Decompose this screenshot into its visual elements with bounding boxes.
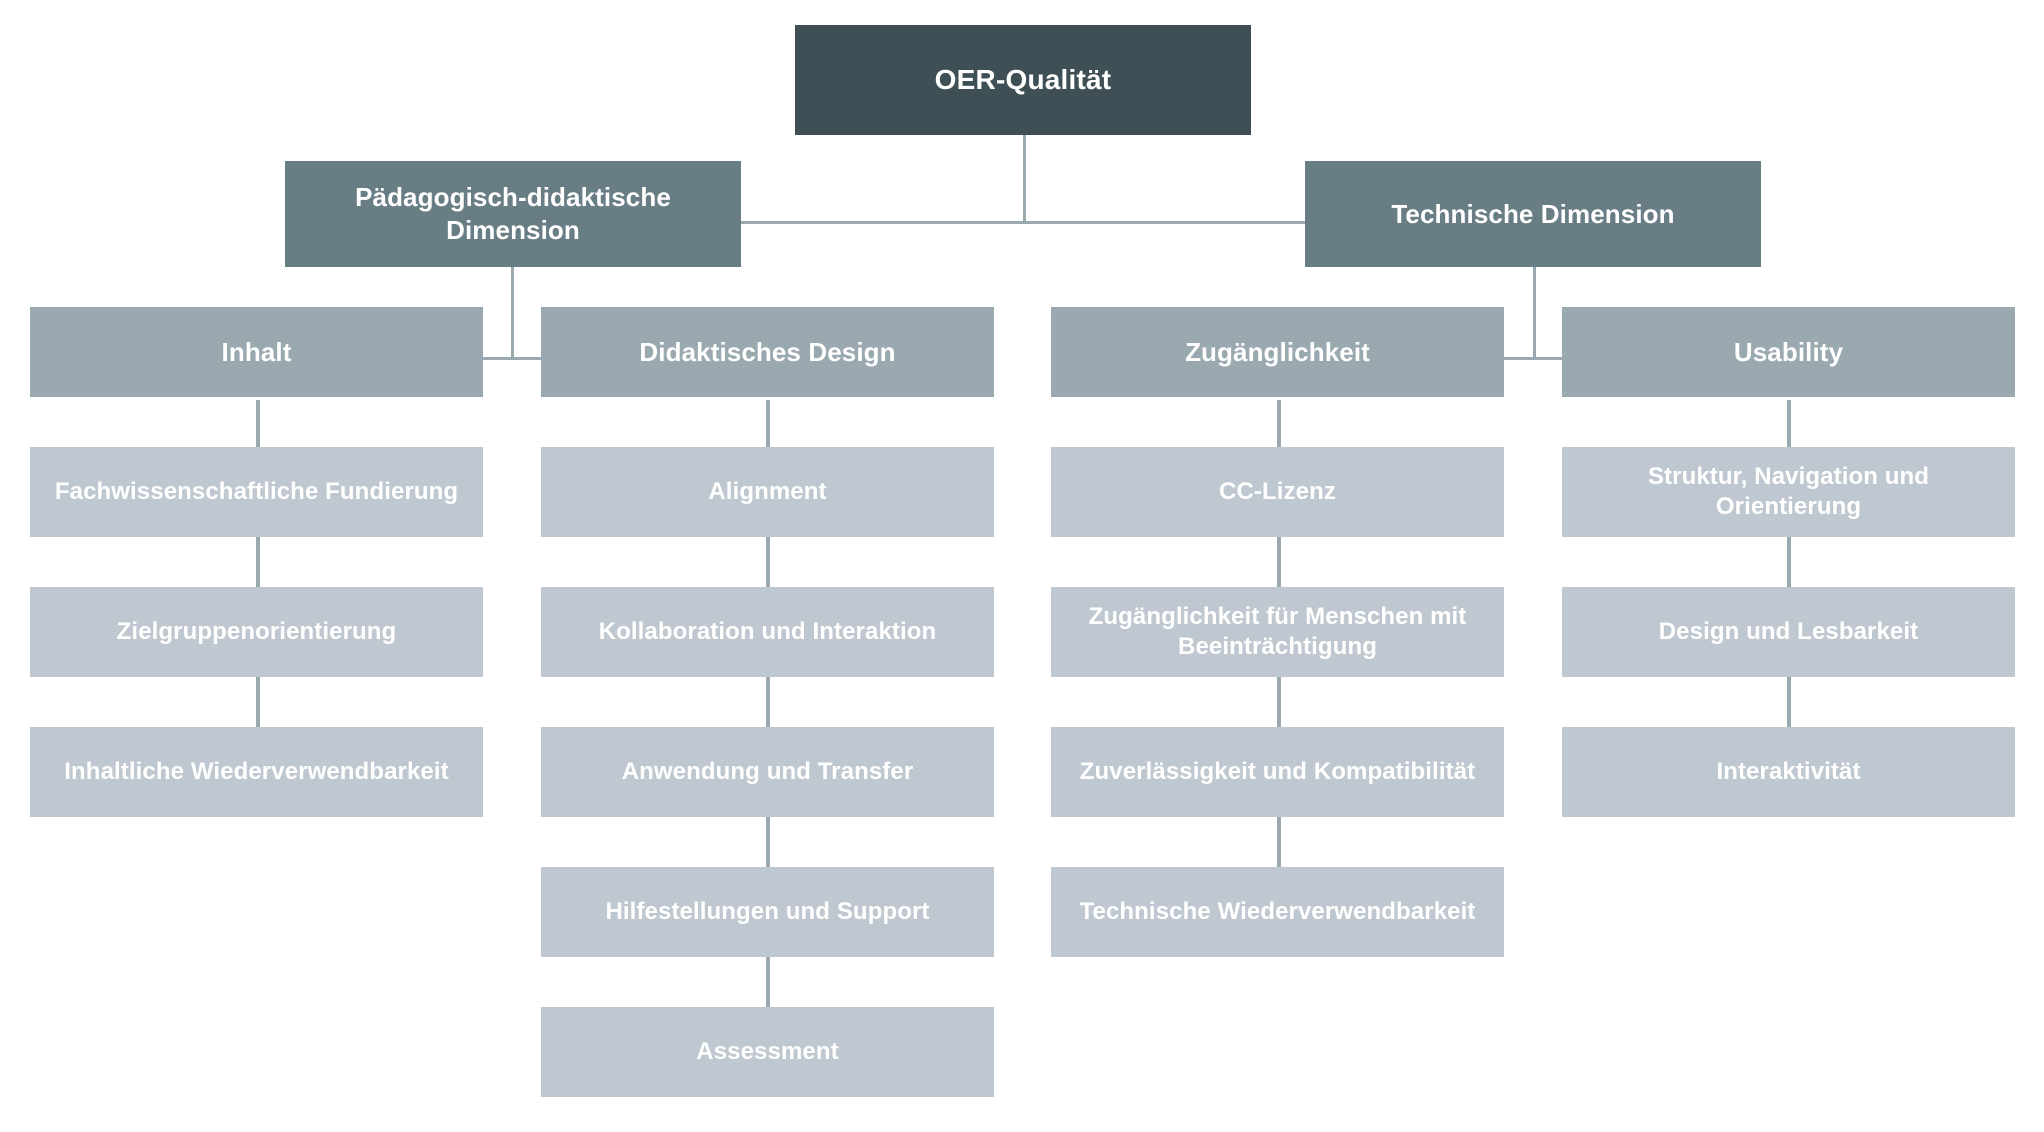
node-category-usability[interactable]: Usability — [1562, 307, 2015, 397]
node-criterion-label: CC-Lizenz — [1219, 477, 1336, 505]
node-category-label: Inhalt — [221, 336, 292, 367]
node-criterion-struktur-navigation-und-orientierung[interactable]: Struktur, Navigation und Orientierung — [1562, 447, 2015, 537]
node-category-label: Usability — [1733, 336, 1844, 367]
node-criterion-technische-wiederverwendbarkeit[interactable]: Technische Wiederverwendbarkeit — [1051, 867, 1504, 957]
connector-dimension-bus — [511, 221, 1535, 224]
node-criterion-label: Fachwissenschaftliche Fundierung — [54, 477, 459, 505]
node-root-label: OER-Qualität — [934, 64, 1112, 96]
node-criterion-label: Inhaltliche Wiederverwendbarkeit — [64, 757, 449, 785]
node-criterion-zielgruppenorientierung[interactable]: Zielgruppenorientierung — [30, 587, 483, 677]
node-criterion-alignment[interactable]: Alignment — [541, 447, 994, 537]
node-criterion-kollaboration-und-interaktion[interactable]: Kollaboration und Interaktion — [541, 587, 994, 677]
node-criterion-zuverlaessigkeit-und-kompatibilitaet[interactable]: Zuverlässigkeit und Kompatibilität — [1051, 727, 1504, 817]
node-criterion-cc-lizenz[interactable]: CC-Lizenz — [1051, 447, 1504, 537]
node-criterion-label: Technische Wiederverwendbarkeit — [1079, 897, 1476, 925]
connector-right-dimension-vertical — [1533, 267, 1536, 360]
connector-left-category-bus — [257, 357, 767, 360]
node-dimension-label: Pädagogisch-didaktische Dimension — [355, 182, 671, 245]
node-dimension-label: Technische Dimension — [1391, 198, 1675, 229]
node-category-didaktisches-design[interactable]: Didaktisches Design — [541, 307, 994, 397]
node-criterion-label: Kollaboration und Interaktion — [598, 617, 937, 645]
node-criterion-anwendung-und-transfer[interactable]: Anwendung und Transfer — [541, 727, 994, 817]
node-criterion-assessment[interactable]: Assessment — [541, 1007, 994, 1097]
node-category-label: Didaktisches Design — [639, 336, 896, 367]
node-criterion-interaktivitaet[interactable]: Interaktivität — [1562, 727, 2015, 817]
node-root-oer-qualitaet[interactable]: OER-Qualität — [795, 25, 1251, 135]
connector-left-dimension-vertical — [511, 267, 514, 360]
node-category-label: Zugänglichkeit — [1185, 336, 1370, 367]
node-criterion-label: Design und Lesbarkeit — [1658, 617, 1919, 645]
node-criterion-label: Zielgruppenorientierung — [116, 617, 397, 645]
node-criterion-zugaenglichkeit-fuer-menschen-mit-beeintraechtigung[interactable]: Zugänglichkeit für Menschen mit Beeinträ… — [1051, 587, 1504, 677]
node-criterion-label: Assessment — [696, 1037, 839, 1065]
node-criterion-label: Anwendung und Transfer — [621, 757, 914, 785]
node-criterion-design-und-lesbarkeit[interactable]: Design und Lesbarkeit — [1562, 587, 2015, 677]
node-criterion-label: Interaktivität — [1716, 757, 1861, 785]
node-criterion-label: Struktur, Navigation und Orientierung — [1647, 462, 1930, 520]
node-criterion-fachwissenschaftliche-fundierung[interactable]: Fachwissenschaftliche Fundierung — [30, 447, 483, 537]
node-dimension-paedagogisch-didaktisch[interactable]: Pädagogisch-didaktische Dimension — [285, 161, 741, 267]
connector-root-vertical — [1023, 135, 1026, 221]
node-criterion-label: Alignment — [708, 477, 827, 505]
connector-right-category-bus — [1279, 357, 1789, 360]
node-criterion-label: Zugänglichkeit für Menschen mit Beeinträ… — [1088, 602, 1467, 660]
node-criterion-label: Zuverlässigkeit und Kompatibilität — [1079, 757, 1476, 785]
node-dimension-technisch[interactable]: Technische Dimension — [1305, 161, 1761, 267]
node-criterion-hilfestellungen-und-support[interactable]: Hilfestellungen und Support — [541, 867, 994, 957]
node-category-inhalt[interactable]: Inhalt — [30, 307, 483, 397]
node-criterion-inhaltliche-wiederverwendbarkeit[interactable]: Inhaltliche Wiederverwendbarkeit — [30, 727, 483, 817]
node-criterion-label: Hilfestellungen und Support — [605, 897, 930, 925]
node-category-zugaenglichkeit[interactable]: Zugänglichkeit — [1051, 307, 1504, 397]
